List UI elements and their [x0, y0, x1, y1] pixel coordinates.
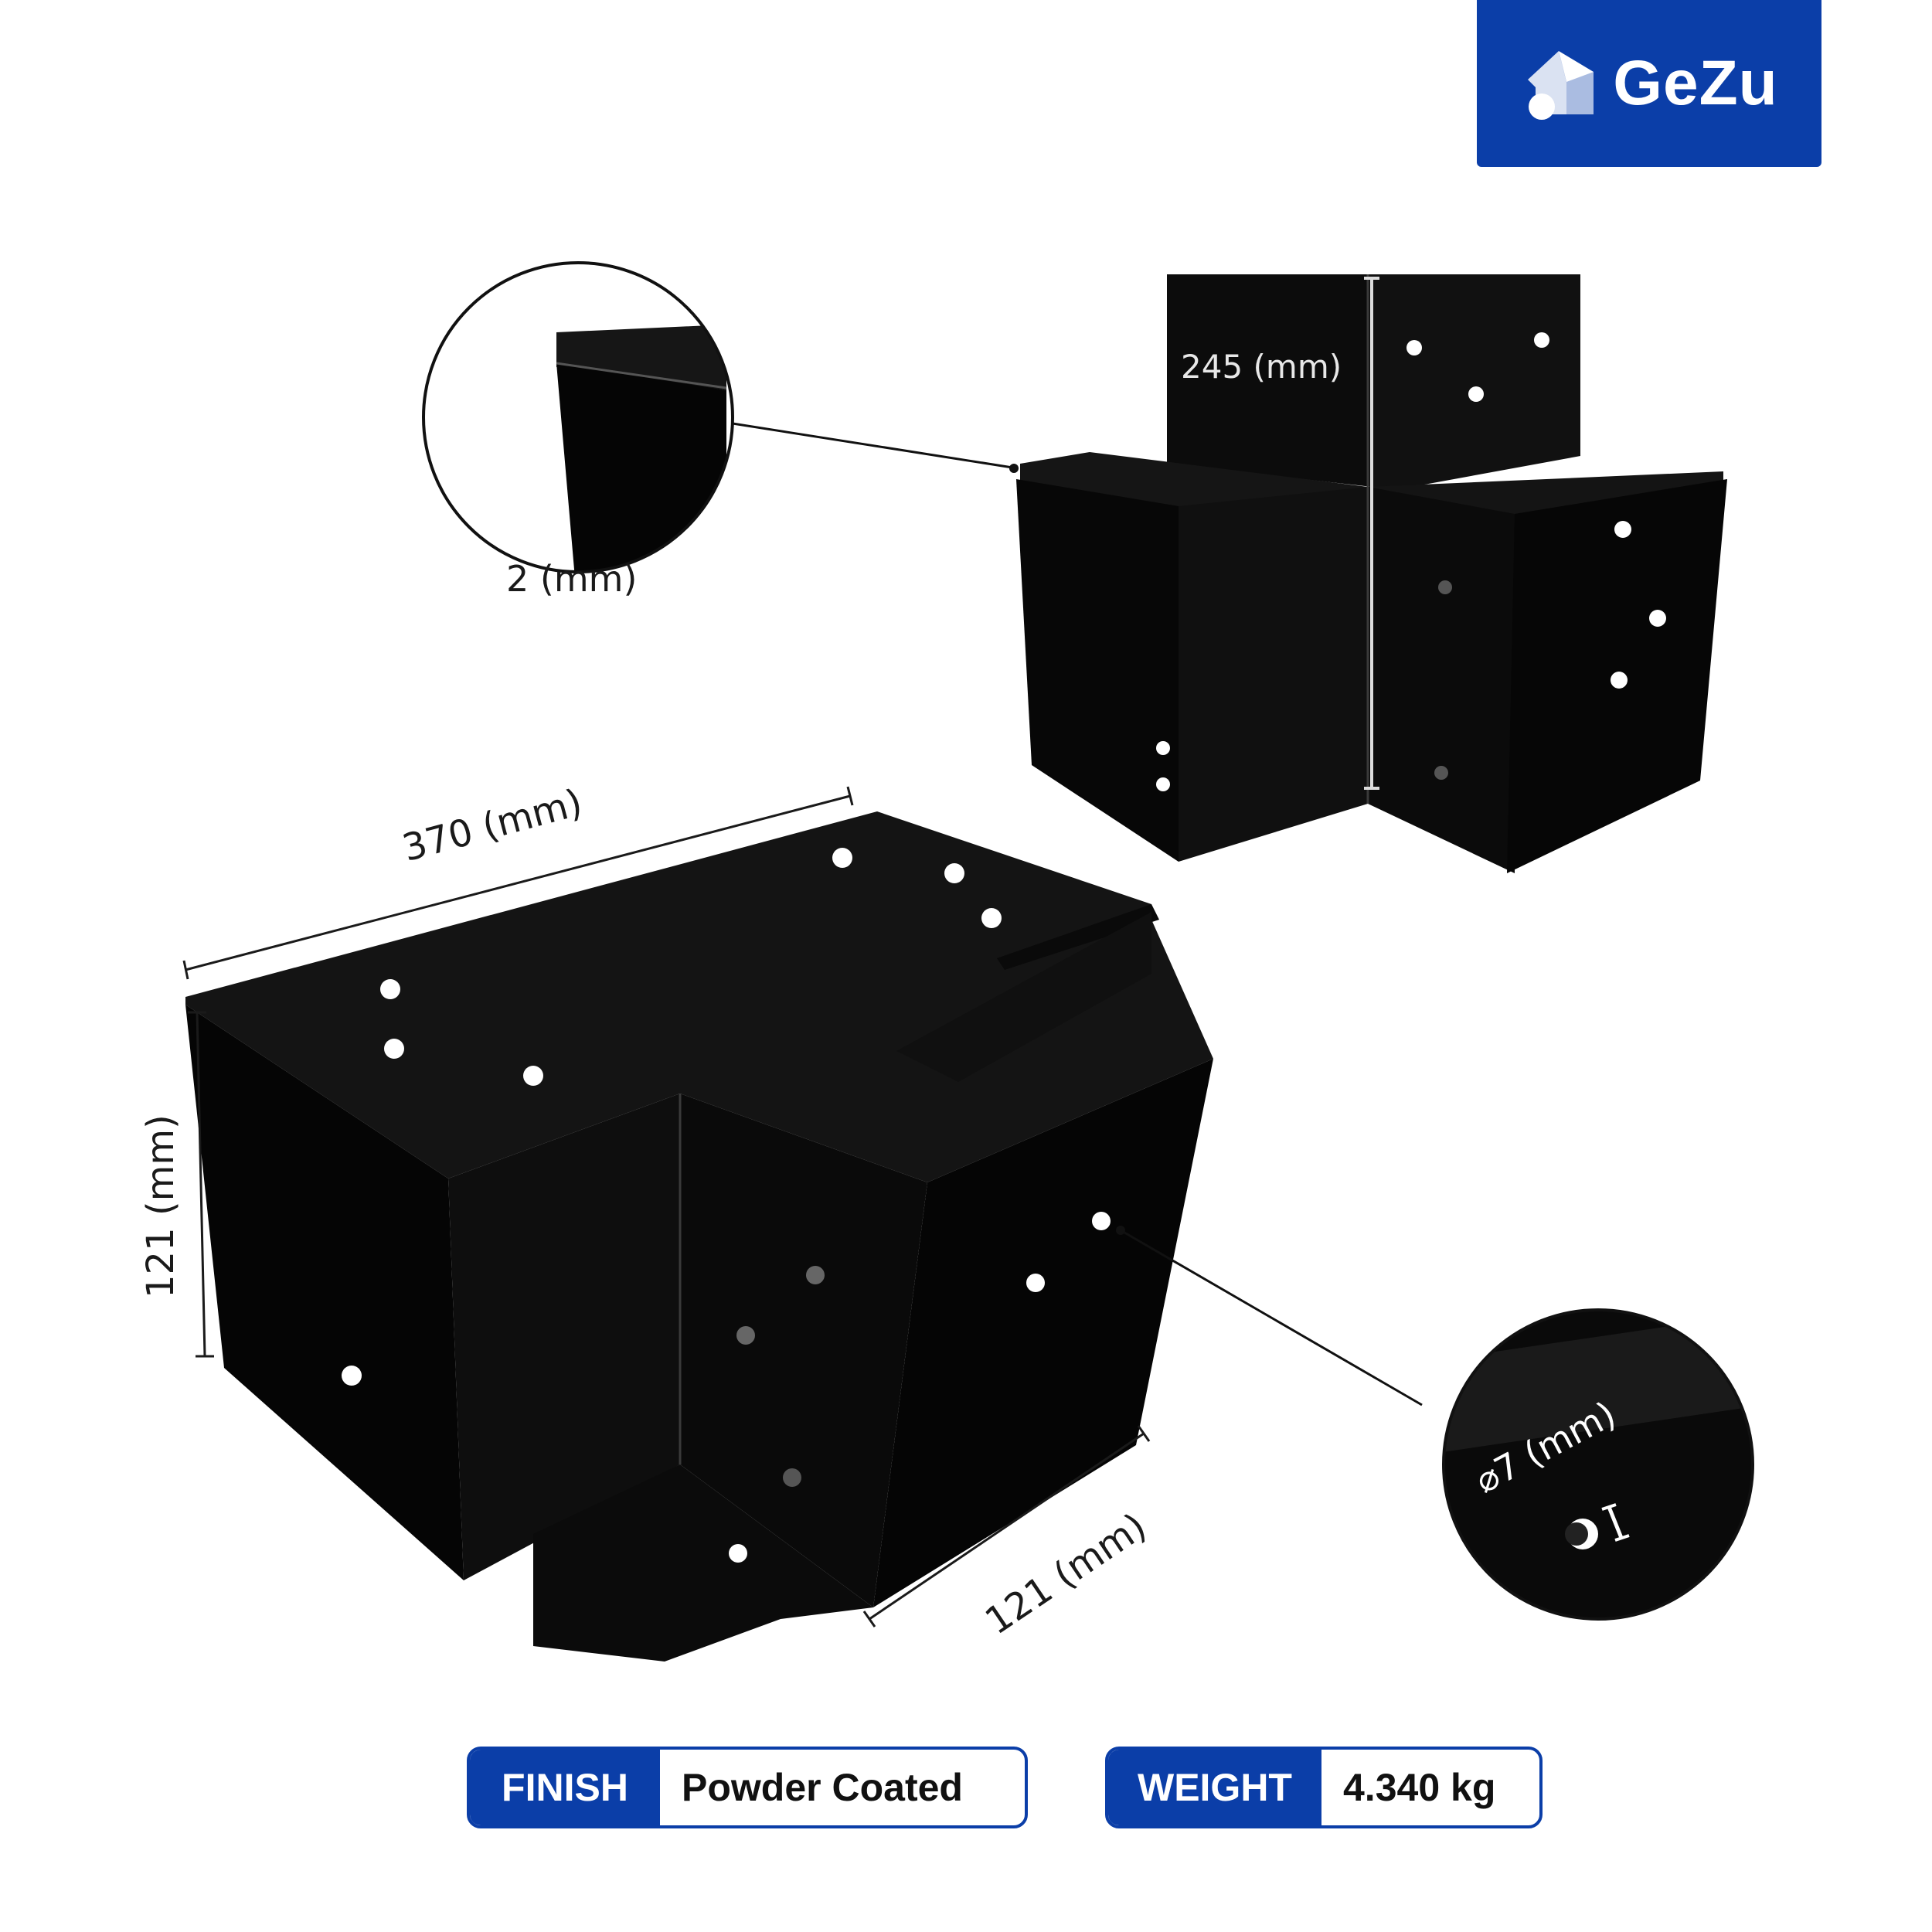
house-leaf-icon [1528, 51, 1594, 120]
weight-value: 4.340 kg [1343, 1766, 1496, 1809]
weight-badge: WEIGHT 4.340 kg [1105, 1747, 1543, 1828]
hole-diameter-callout [1116, 1226, 1754, 1621]
post-connector-view [1016, 274, 1727, 873]
finish-label: FINISH [470, 1750, 660, 1825]
weight-label: WEIGHT [1108, 1750, 1321, 1825]
brand-logo: GeZu [1477, 0, 1821, 167]
finish-value: Powder Coated [682, 1766, 963, 1809]
t-connector-view [182, 786, 1213, 1662]
side-height-label: 121 (mm) [139, 1114, 182, 1298]
thickness-label: 2 (mm) [506, 558, 638, 600]
brand-name: GeZu [1613, 48, 1778, 118]
thickness-callout [422, 261, 1019, 573]
height-label: 245 (mm) [1181, 348, 1342, 386]
finish-badge: FINISH Powder Coated [467, 1747, 1028, 1828]
